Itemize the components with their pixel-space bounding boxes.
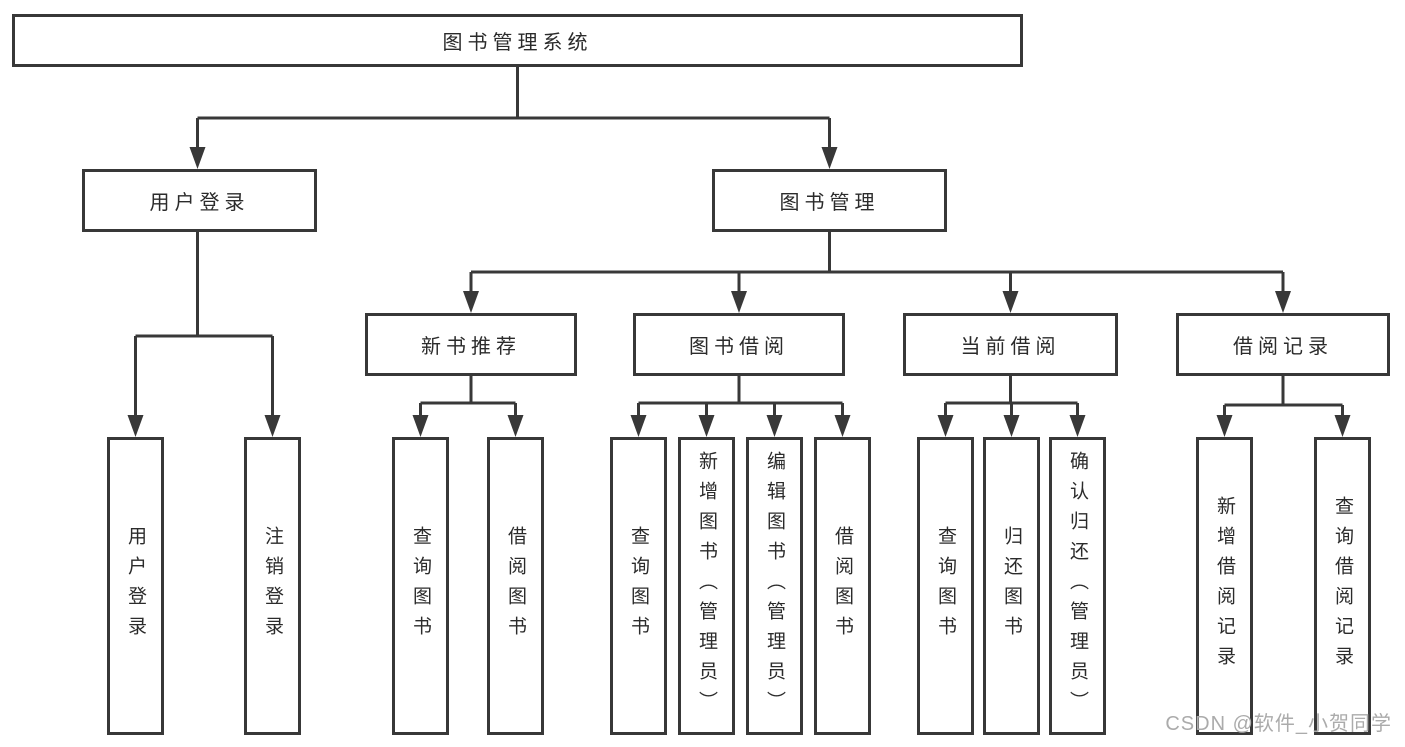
node-label: 查询借阅记录 — [1332, 496, 1353, 676]
node-label: 图书管理系统 — [442, 32, 593, 54]
node-label: 注销登录 — [262, 526, 283, 646]
node-label: 新书推荐 — [421, 336, 521, 358]
leaf-borrow-books-borrowing: 借阅图书 — [814, 437, 871, 735]
node-label: 编辑图书（管理员） — [764, 451, 785, 721]
node-label: 借阅记录 — [1233, 336, 1333, 358]
node-current-borrowing: 当前借阅 — [903, 313, 1118, 376]
leaf-query-books-borrowing: 查询图书 — [610, 437, 667, 735]
leaf-edit-books-admin: 编辑图书（管理员） — [746, 437, 803, 735]
leaf-logout-login: 注销登录 — [244, 437, 301, 735]
node-label: 用户登录 — [149, 192, 250, 214]
leaf-user-login: 用户登录 — [107, 437, 164, 735]
leaf-return-books: 归还图书 — [983, 437, 1040, 735]
node-label: 归还图书 — [1001, 526, 1022, 646]
leaf-borrow-books-recommend: 借阅图书 — [487, 437, 544, 735]
node-label: 当前借阅 — [960, 336, 1061, 358]
leaf-add-borrow-record: 新增借阅记录 — [1196, 437, 1253, 735]
node-label: 借阅图书 — [832, 526, 853, 646]
leaf-query-books-current: 查询图书 — [917, 437, 974, 735]
node-label: 借阅图书 — [505, 526, 526, 646]
node-book-management: 图书管理 — [712, 169, 947, 232]
csdn-watermark: CSDN @软件_小贺同学 — [1165, 713, 1392, 735]
node-label: 查询图书 — [628, 526, 649, 646]
leaf-confirm-return-admin: 确认归还（管理员） — [1049, 437, 1106, 735]
node-user-login: 用户登录 — [82, 169, 317, 232]
node-new-book-recommendation: 新书推荐 — [365, 313, 577, 376]
node-borrowing-records: 借阅记录 — [1176, 313, 1390, 376]
leaf-query-books-recommend: 查询图书 — [392, 437, 449, 735]
node-label: 新增图书（管理员） — [696, 451, 717, 721]
node-label: 图书借阅 — [689, 336, 789, 358]
node-label: 用户登录 — [125, 526, 146, 646]
node-label: 确认归还（管理员） — [1067, 451, 1088, 721]
node-label: 新增借阅记录 — [1214, 496, 1235, 676]
node-library-management-system: 图书管理系统 — [12, 14, 1023, 67]
node-label: 图书管理 — [779, 192, 880, 214]
leaf-add-books-admin: 新增图书（管理员） — [678, 437, 735, 735]
node-label: 查询图书 — [410, 526, 431, 646]
leaf-query-borrow-record: 查询借阅记录 — [1314, 437, 1371, 735]
node-book-borrowing: 图书借阅 — [633, 313, 845, 376]
node-label: 查询图书 — [935, 526, 956, 646]
